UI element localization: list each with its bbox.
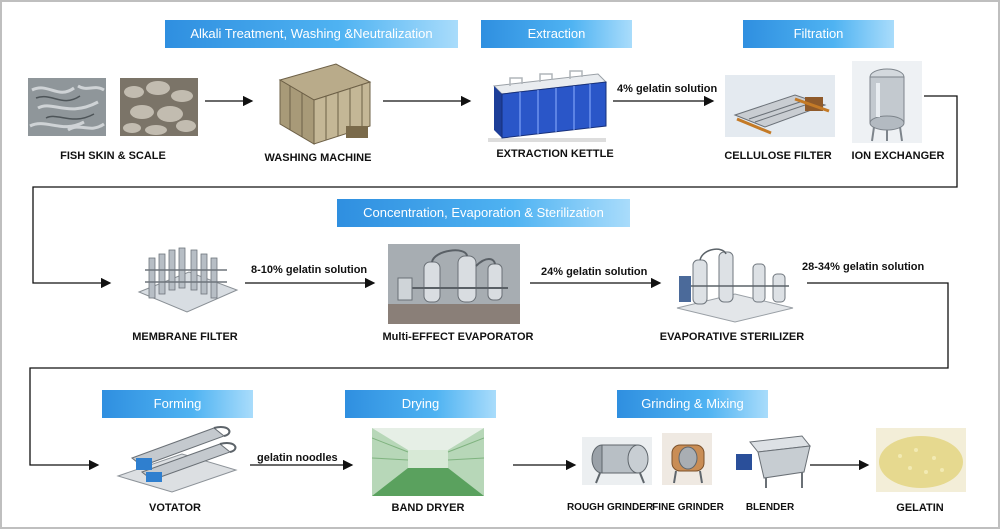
flow-label-8-10pct: 8-10% gelatin solution (251, 264, 368, 276)
equipment-label-ion: ION EXCHANGER (851, 150, 945, 162)
equipment-label-kettle: EXTRACTION KETTLE (496, 148, 614, 160)
fish-skin-image (28, 78, 106, 136)
equipment-label-evaporator: Multi-EFFECT EVAPORATOR (382, 331, 534, 343)
ion-exchanger-image (852, 61, 922, 143)
stage-banner-grinding: Grinding & Mixing (617, 390, 768, 418)
fish-scale-image (120, 78, 198, 136)
equipment-label-fine-grinder: FINE GRINDER (652, 502, 724, 513)
flow-label-4pct: 4% gelatin solution (617, 83, 718, 95)
flow-label-noodles: gelatin noodles (257, 452, 338, 464)
equipment-label-membrane: MEMBRANE FILTER (132, 331, 238, 343)
equipment-label-washing: WASHING MACHINE (264, 152, 372, 164)
flow-label-24pct: 24% gelatin solution (541, 266, 648, 278)
evaporative-sterilizer-image (676, 248, 794, 323)
stage-banner-forming: Forming (102, 390, 253, 418)
equipment-label-cellulose: CELLULOSE FILTER (724, 150, 832, 162)
washing-machine-image (278, 63, 372, 145)
votator-image (116, 426, 238, 493)
equipment-label-sterilizer: EVAPORATIVE STERILIZER (659, 331, 805, 343)
cellulose-filter-image (725, 75, 835, 137)
rough-grinder-image (582, 437, 652, 485)
band-dryer-image (372, 428, 484, 496)
arrow-row2-to-row3 (29, 282, 949, 471)
equipment-label-band-dryer: BAND DRYER (391, 502, 465, 514)
membrane-filter-image (137, 247, 239, 313)
blender-image (736, 435, 811, 488)
flow-label-28-34pct: 28-34% gelatin solution (802, 261, 925, 273)
arrow-row1-to-row2 (32, 95, 958, 289)
equipment-label-rough-grinder: ROUGH GRINDER (566, 502, 654, 513)
gelatin-product-image (876, 428, 966, 492)
stage-banner-drying: Drying (345, 390, 496, 418)
equipment-label-fish: FISH SKIN & SCALE (60, 150, 166, 162)
multi-effect-evaporator-image (388, 244, 520, 324)
extraction-kettle-image (488, 70, 608, 142)
stage-banner-alkali: Alkali Treatment, Washing &Neutralizatio… (165, 20, 458, 48)
equipment-label-votator: VOTATOR (149, 502, 201, 514)
equipment-label-blender: BLENDER (745, 502, 795, 513)
stage-banner-concentration: Concentration, Evaporation & Sterilizati… (337, 199, 630, 227)
equipment-label-gelatin: GELATIN (896, 502, 944, 514)
stage-banner-filtration: Filtration (743, 20, 894, 48)
stage-banner-extraction: Extraction (481, 20, 632, 48)
fine-grinder-image (662, 433, 712, 485)
